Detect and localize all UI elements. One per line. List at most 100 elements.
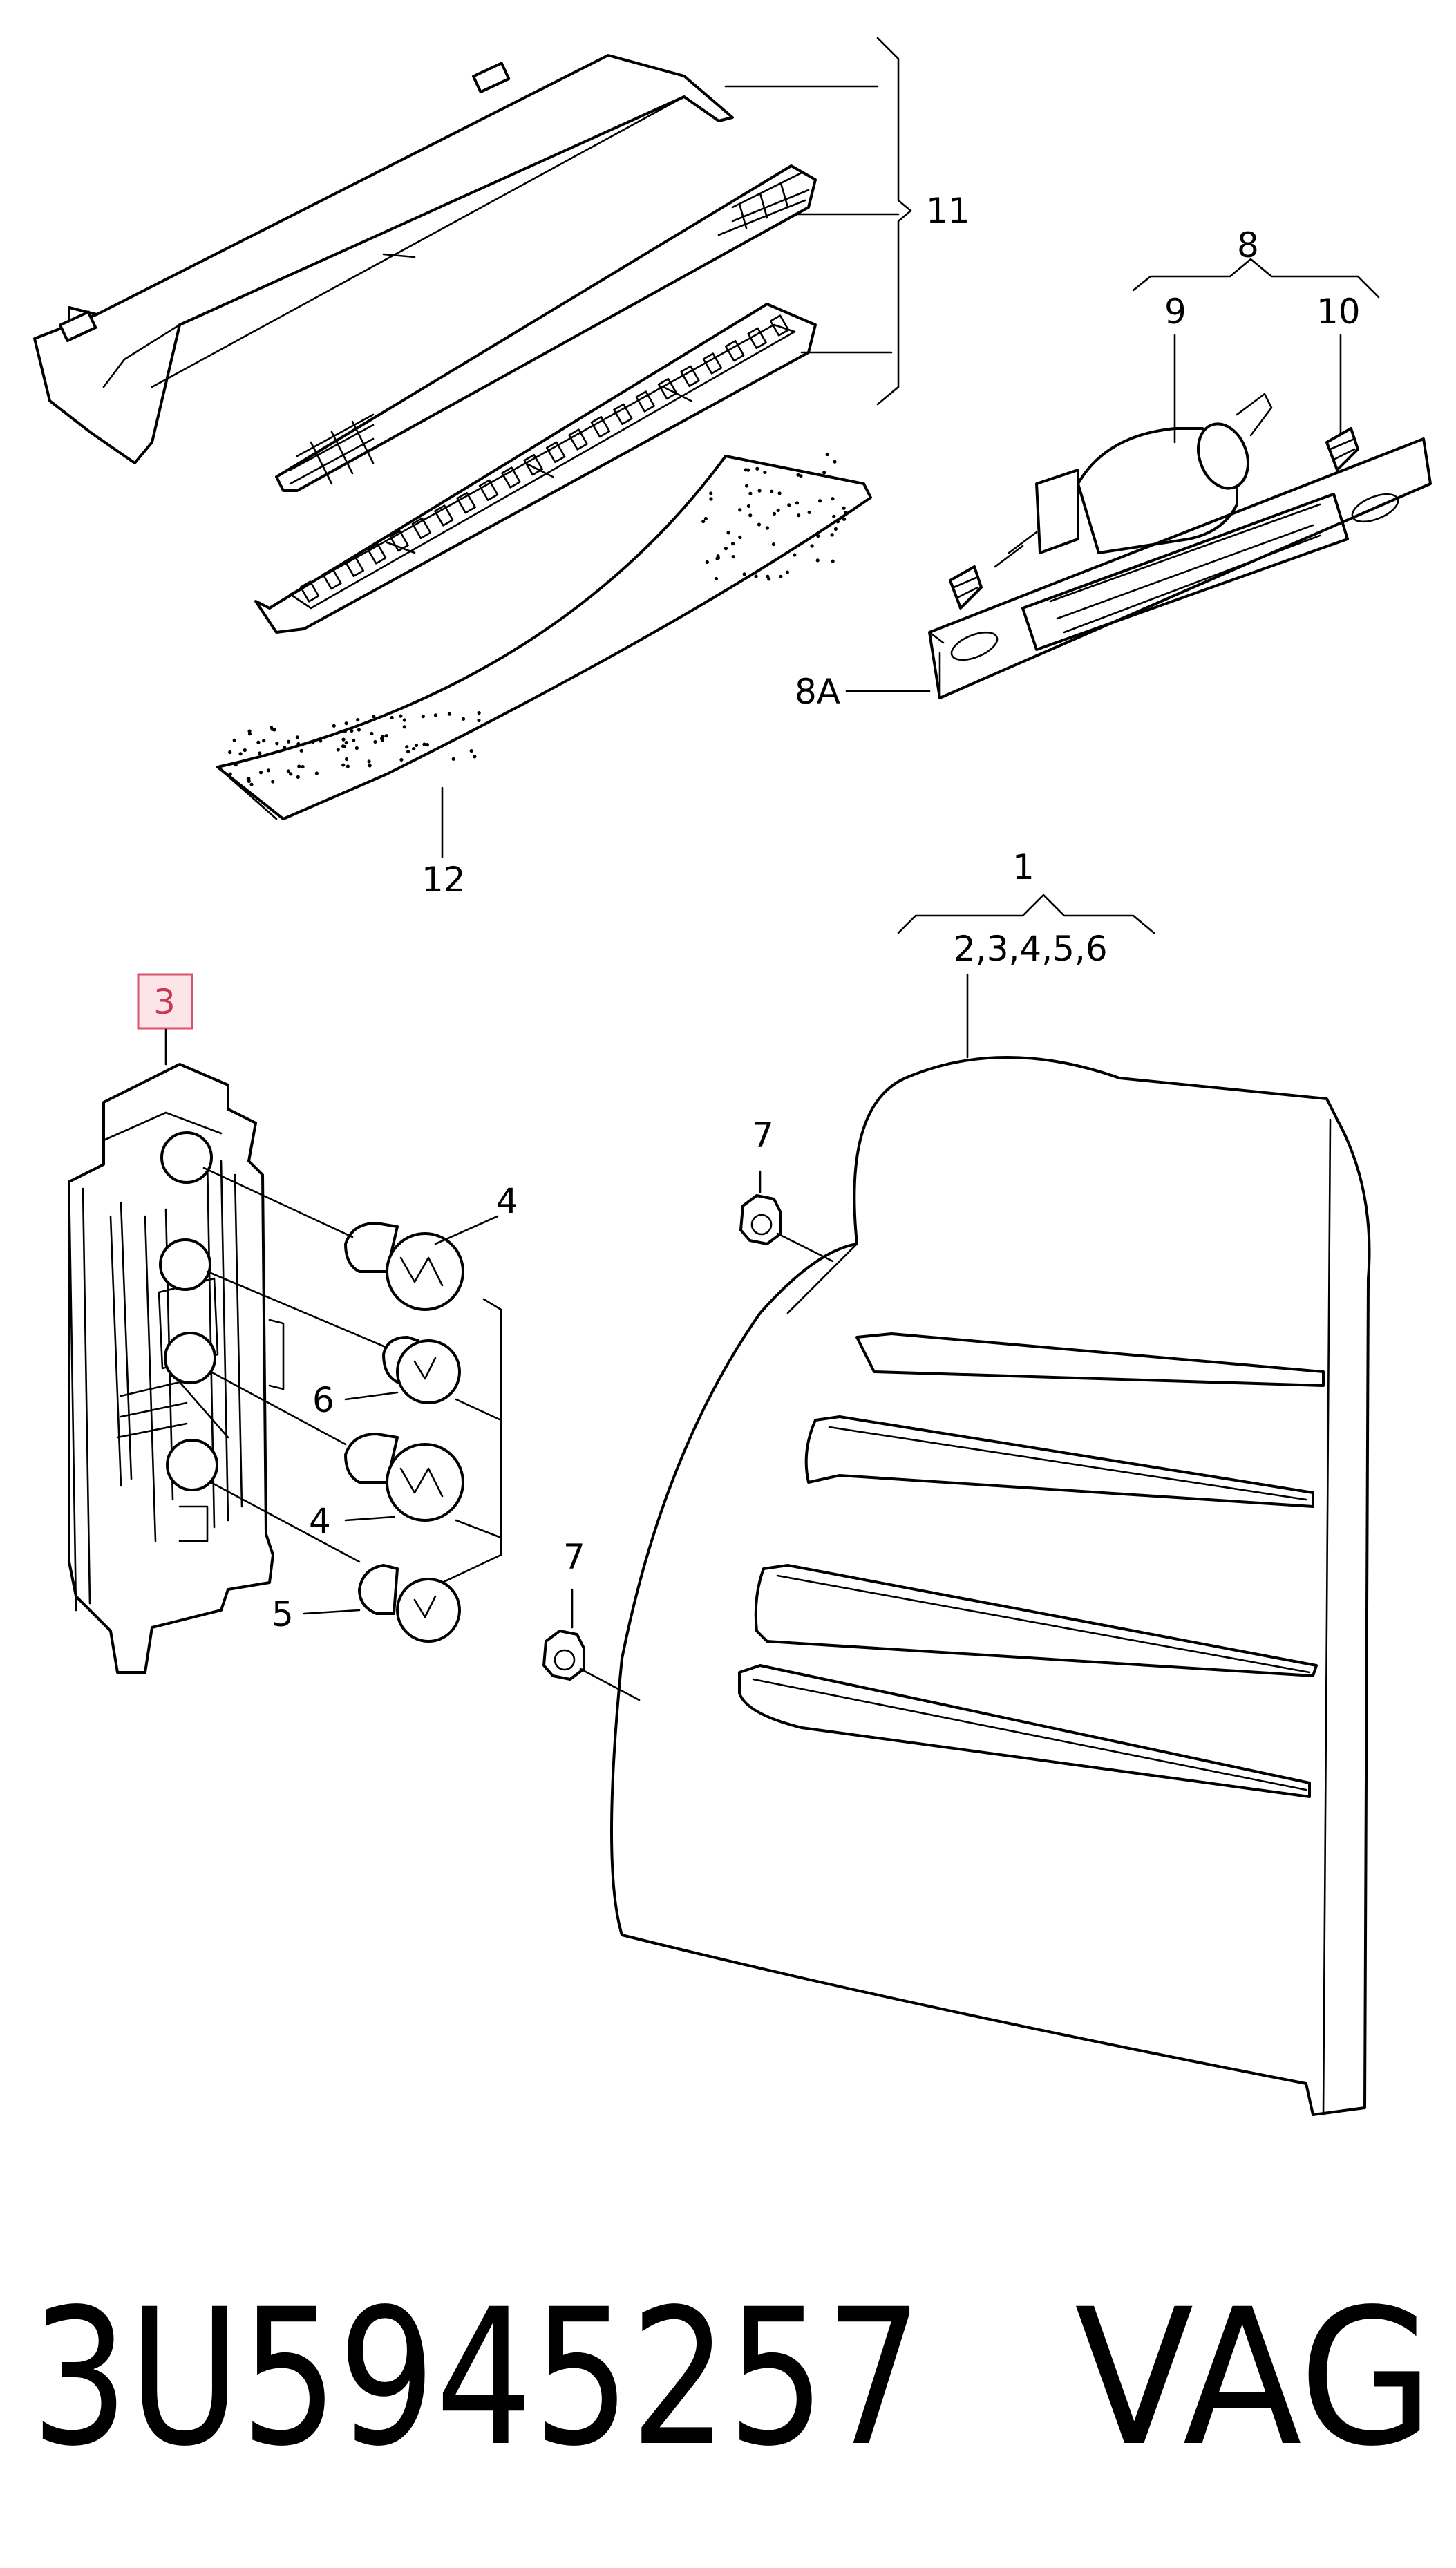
bulb-holder-part bbox=[68, 1063, 285, 1674]
gasket-dot bbox=[810, 544, 814, 548]
gasket-dot bbox=[748, 491, 753, 495]
gasket-dot bbox=[341, 744, 346, 748]
led-element bbox=[523, 453, 544, 476]
gasket-dot bbox=[370, 731, 374, 736]
led-element bbox=[545, 441, 566, 464]
gasket-dot bbox=[271, 780, 275, 784]
callout-12: 12 bbox=[422, 860, 466, 900]
gasket-dot bbox=[842, 506, 846, 510]
gasket-dot bbox=[799, 474, 803, 478]
gasket-dot bbox=[714, 576, 719, 581]
gasket-dot bbox=[767, 577, 771, 581]
brand-name: VAG bbox=[1075, 2269, 1434, 2488]
gasket-dot bbox=[269, 725, 274, 730]
gasket-dot bbox=[246, 777, 250, 781]
gasket-dot bbox=[763, 470, 767, 475]
gasket-dot bbox=[266, 768, 270, 773]
gasket-dot bbox=[301, 764, 305, 769]
plate-light-housing-part bbox=[928, 437, 1432, 699]
gasket-dot bbox=[425, 743, 429, 747]
gasket-dot bbox=[765, 526, 769, 530]
callout-3: 3 bbox=[153, 982, 176, 1022]
bulb-4-lower-part bbox=[209, 1370, 464, 1522]
gasket-dot bbox=[341, 737, 346, 742]
gasket-dot bbox=[336, 748, 340, 752]
bulb-6-part bbox=[206, 1270, 461, 1404]
gasket-dot bbox=[296, 775, 300, 779]
led-element bbox=[568, 428, 588, 451]
gasket-dot bbox=[716, 554, 720, 558]
gasket-dot bbox=[402, 725, 406, 729]
highlight-box-3 bbox=[137, 973, 193, 1030]
gasket-dot bbox=[343, 729, 347, 733]
brake-light-diffuser-part bbox=[275, 164, 817, 492]
gasket-dot bbox=[755, 466, 759, 471]
gasket-dot bbox=[238, 752, 243, 756]
led-element bbox=[702, 352, 723, 375]
led-element bbox=[635, 390, 655, 413]
gasket-dot bbox=[797, 513, 801, 518]
gasket-dot bbox=[816, 534, 820, 538]
bulb-5-part bbox=[209, 1481, 461, 1643]
bulb-4-upper-part bbox=[202, 1167, 464, 1311]
led-element bbox=[344, 555, 364, 578]
gasket-dot bbox=[776, 508, 780, 513]
gasket-dot bbox=[247, 732, 252, 736]
gasket-dot bbox=[730, 542, 735, 546]
led-element bbox=[366, 542, 387, 565]
gasket-dot bbox=[283, 746, 287, 750]
gasket-dot bbox=[311, 740, 315, 744]
led-element bbox=[590, 415, 611, 438]
gasket-dot bbox=[232, 738, 236, 742]
gasket-dot bbox=[777, 491, 782, 495]
gasket-dot bbox=[406, 750, 410, 754]
led-element bbox=[769, 314, 790, 337]
gasket-dot bbox=[286, 769, 290, 773]
gasket-dot bbox=[807, 510, 811, 515]
tail-light-housing-part bbox=[610, 1056, 1371, 2116]
gasket-dot bbox=[249, 782, 254, 786]
gasket-dot bbox=[746, 468, 750, 472]
gasket-dot bbox=[399, 714, 403, 718]
gasket-dot bbox=[258, 771, 263, 775]
gasket-dot bbox=[346, 764, 350, 768]
callout-5: 5 bbox=[272, 1594, 294, 1634]
callout-2-6: 2,3,4,5,6 bbox=[954, 929, 1108, 969]
gasket-dot bbox=[731, 554, 735, 559]
gasket-dot bbox=[286, 739, 291, 744]
gasket-dot bbox=[384, 734, 388, 738]
plate-light-bulb-part bbox=[994, 393, 1273, 568]
gasket-dot bbox=[422, 742, 426, 746]
gasket-dot bbox=[709, 491, 713, 495]
gasket-dot bbox=[433, 713, 438, 717]
gasket-dot bbox=[795, 501, 800, 505]
gasket-dot bbox=[817, 499, 822, 503]
gasket-dot bbox=[262, 739, 266, 743]
gasket-dot bbox=[844, 510, 848, 515]
led-element bbox=[613, 403, 633, 426]
gasket-dot bbox=[825, 452, 829, 457]
gasket-dot bbox=[709, 497, 713, 501]
callout-8: 8 bbox=[1237, 225, 1259, 265]
callout-8a: 8A bbox=[795, 672, 840, 712]
gasket-dot bbox=[757, 489, 762, 493]
gasket-dot bbox=[289, 772, 293, 776]
gasket-dot bbox=[447, 712, 452, 716]
gasket-dot bbox=[772, 511, 777, 516]
brake-light-led-strip-part bbox=[254, 303, 817, 634]
gasket-dot bbox=[831, 497, 835, 501]
gasket-dot bbox=[703, 516, 708, 521]
callout-6: 6 bbox=[312, 1380, 334, 1420]
callout-7-lower: 7 bbox=[563, 1537, 585, 1577]
part-number: 3U5945257 bbox=[31, 2269, 923, 2488]
gasket-dot bbox=[793, 553, 797, 557]
gasket-dot bbox=[399, 757, 404, 762]
gasket-dot bbox=[296, 742, 301, 746]
gasket-dot bbox=[833, 460, 837, 464]
callout-7-upper: 7 bbox=[752, 1115, 774, 1155]
gasket-dot bbox=[469, 748, 473, 753]
gasket-dot bbox=[815, 558, 820, 563]
gasket-dots bbox=[228, 452, 848, 786]
gasket-dot bbox=[319, 739, 323, 743]
